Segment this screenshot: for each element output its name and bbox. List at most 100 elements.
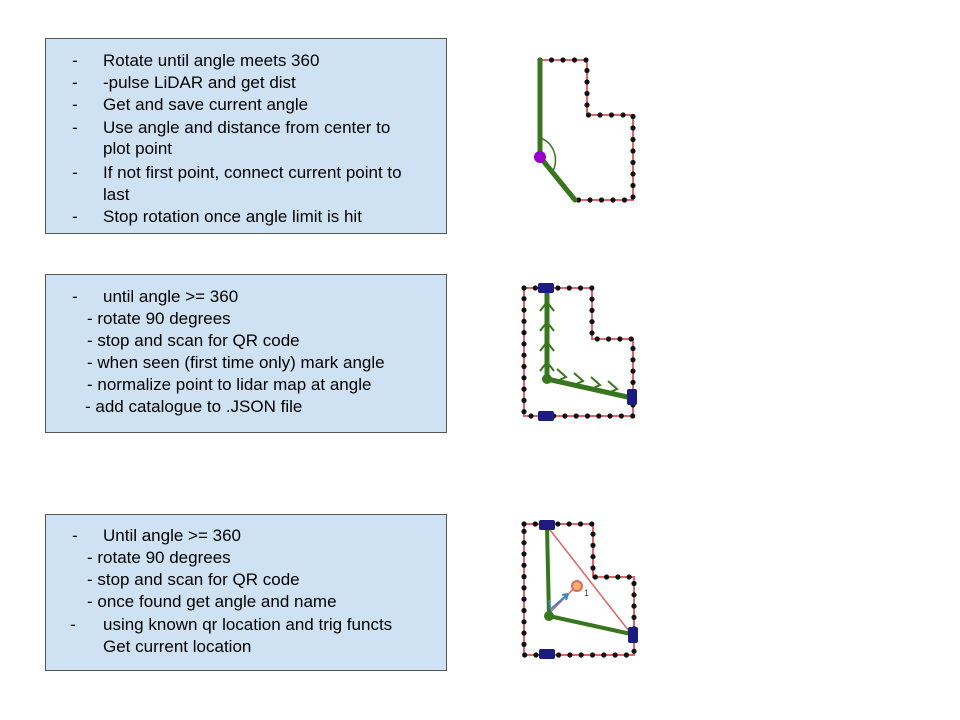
- wall-sample-dot: [630, 413, 636, 419]
- step-text: - normalize point to lidar map at angle: [87, 375, 372, 394]
- scan-direction-right: [544, 376, 635, 401]
- scan-path: [537, 57, 578, 203]
- robot-position: [544, 611, 554, 621]
- step-text: Get current location: [103, 637, 252, 656]
- scan-direction-up: [545, 525, 551, 618]
- wall-sample-dot: [521, 318, 527, 324]
- wall-sample-dot: [521, 540, 527, 546]
- wall-sample-dot: [544, 652, 550, 658]
- wall-sample-dot: [630, 113, 636, 120]
- step-text: - once found get angle and name: [87, 592, 337, 611]
- wall-outline: [540, 59, 634, 201]
- step-box-localization: - Until angle >= 360 - rotate 90 degrees…: [45, 514, 447, 671]
- wall-sample-dot: [567, 652, 573, 658]
- bullet-dash: -: [72, 526, 78, 545]
- wall-sample-dot: [630, 148, 636, 154]
- wall-sample-dot: [555, 285, 561, 291]
- wall-sample-dot: [607, 413, 613, 419]
- wall-sample-dots: [521, 285, 636, 419]
- wall-sample-dot: [521, 585, 527, 591]
- wall-sample-dot: [589, 521, 595, 527]
- step-box-lidar-mapping: - Rotate until angle meets 360 - -pulse …: [45, 38, 447, 234]
- wall-sample-dot: [597, 112, 603, 118]
- wall-sample-dot: [601, 652, 607, 658]
- wall-sample-dot: [630, 345, 636, 352]
- wall-sample-dot: [630, 159, 636, 166]
- angle-arc: [539, 137, 557, 174]
- wall-sample-dot: [551, 413, 557, 419]
- step-text: Until angle >= 360: [103, 526, 241, 545]
- localization-figure: 1: [521, 520, 638, 659]
- direction-chevron: [588, 376, 602, 391]
- step-text: - rotate 90 degrees: [87, 309, 231, 328]
- wall-sample-dot: [589, 307, 595, 313]
- wall-sample-dot: [584, 413, 591, 419]
- direction-chevron: [539, 360, 555, 372]
- wall-sample-dot: [587, 197, 593, 203]
- wall-sample-dot: [606, 336, 612, 342]
- wall-sample-dot: [521, 296, 527, 302]
- wall-sample-dot: [566, 521, 572, 527]
- step-text: last: [103, 185, 130, 204]
- wall-sample-dot: [521, 386, 527, 392]
- room-outline: [537, 57, 636, 203]
- wall-sample-dot: [631, 637, 637, 643]
- step-text: - stop and scan for QR code: [87, 331, 300, 350]
- wall-sample-dot: [596, 413, 602, 419]
- step-text: - add catalogue to .JSON file: [85, 397, 303, 416]
- wall-sample-dot: [628, 336, 634, 342]
- wall-sample-dot: [585, 112, 592, 118]
- sightline-top: [546, 525, 633, 636]
- step-text: - when seen (first time only) mark angle: [87, 353, 385, 372]
- wall-sample-dot: [630, 368, 636, 374]
- wall-sample-dot: [521, 341, 527, 347]
- wall-sample-dot: [590, 554, 596, 560]
- direction-chevron: [539, 320, 555, 332]
- wall-sample-dot: [532, 285, 538, 291]
- wall-sample-dot: [631, 614, 637, 621]
- wall-sample-dot: [521, 574, 527, 580]
- wall-sample-dot: [630, 357, 636, 363]
- wall-sample-dot: [521, 641, 527, 648]
- direction-chevron: [605, 380, 619, 395]
- wall-sample-dot: [532, 521, 538, 527]
- wall-sample-dot: [631, 603, 637, 609]
- robot-position: [542, 374, 552, 384]
- wall-sample-dot: [630, 171, 636, 177]
- direction-chevron: [539, 340, 555, 352]
- wall-sample-dot: [521, 375, 527, 381]
- heading-arrow-icon: [550, 593, 569, 610]
- wall-sample-dot: [555, 521, 561, 527]
- wall-sample-dot: [521, 363, 527, 370]
- step-text: plot point: [103, 139, 172, 158]
- bullet-dash: -: [72, 287, 78, 306]
- wall-sample-dot: [521, 409, 527, 415]
- wall-sample-dot: [548, 57, 555, 63]
- scan-direction-right: [547, 614, 633, 636]
- wall-sample-dot: [598, 197, 605, 203]
- wall-sample-dot: [544, 521, 550, 527]
- wall-sample-dot: [584, 67, 590, 74]
- wall-sample-dot: [621, 197, 628, 203]
- wall-sample-dot: [590, 565, 596, 571]
- wall-sample-dot: [590, 542, 596, 549]
- step-box-qr-catalogue: - until angle >= 360 - rotate 90 degrees…: [45, 274, 447, 433]
- wall-sample-dot: [610, 197, 616, 203]
- wall-sample-dot: [521, 562, 527, 568]
- wall-sample-dot: [566, 285, 572, 291]
- wall-sample-dot: [521, 596, 527, 602]
- wall-sample-dots: [537, 57, 636, 203]
- wall-sample-dot: [521, 397, 527, 403]
- step-text: - stop and scan for QR code: [87, 570, 300, 589]
- wall-sample-dot: [594, 336, 600, 342]
- wall-sample-dot: [521, 619, 527, 625]
- wall-sample-dot: [533, 652, 539, 658]
- sightline-diag: [546, 583, 579, 617]
- wall-sample-dot: [584, 90, 590, 97]
- wall-sample-dot: [584, 79, 590, 85]
- wall-sample-dot: [584, 102, 590, 108]
- wall-sample-dot: [630, 182, 636, 189]
- direction-chevron: [539, 300, 555, 312]
- wall-sample-dot: [577, 285, 584, 291]
- wall-sample-dot: [630, 194, 636, 200]
